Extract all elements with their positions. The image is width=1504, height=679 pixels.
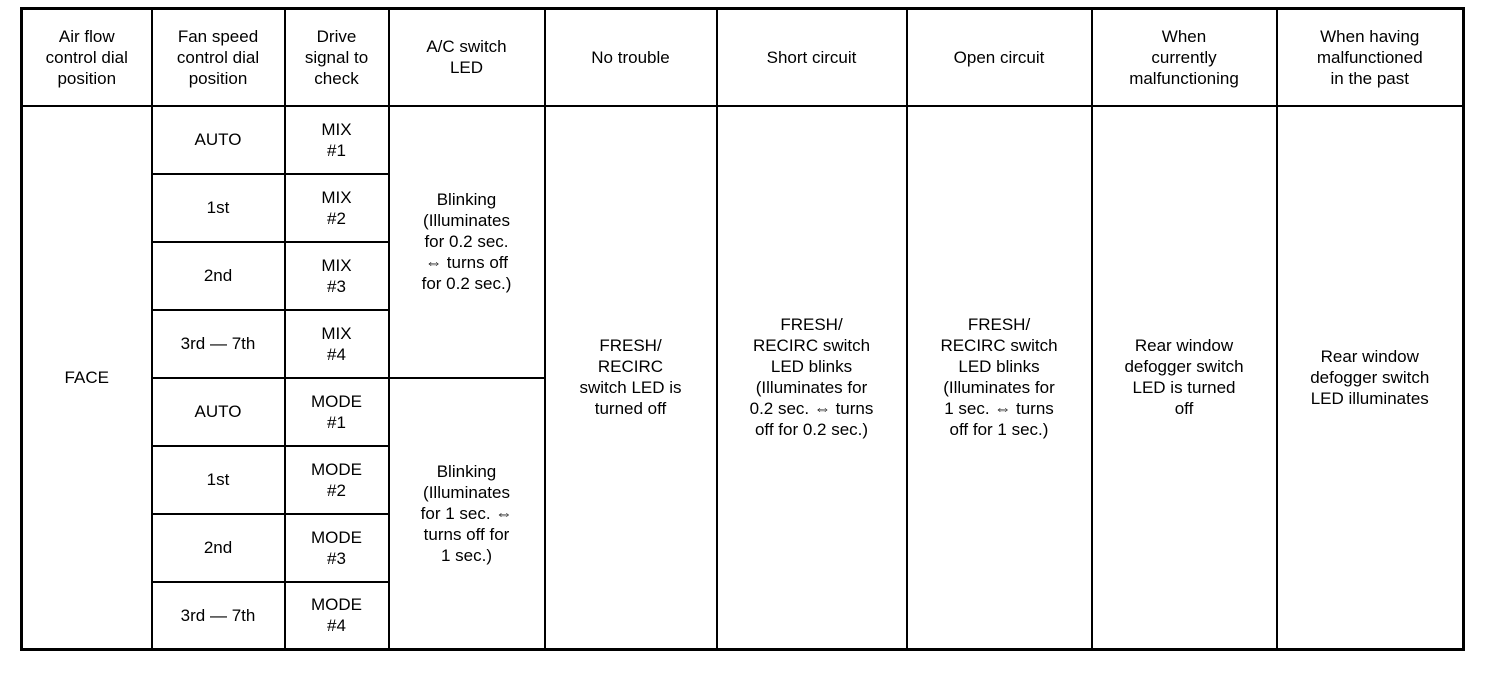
cell-short-circuit: FRESH/ RECIRC switch LED blinks (Illumin… xyxy=(715,104,908,651)
cell-fan-speed: AUTO xyxy=(150,376,286,447)
header-row: Air flow control dial position Fan speed… xyxy=(20,7,1465,107)
table-row: 2nd MODE #3 xyxy=(22,512,1464,583)
table-row: FACE AUTO MIX #1 Blinking (Illuminates f… xyxy=(20,104,1465,651)
cell-fan-speed: 1st xyxy=(150,172,286,243)
cell-fan-speed: 3rd — 7th xyxy=(150,308,286,379)
cell-drive-signal: MIX #3 xyxy=(283,240,390,311)
cell-fan-speed: 2nd xyxy=(150,512,286,583)
cell-drive-signal: MIX #4 xyxy=(283,308,390,379)
table-row: 3rd — 7th MODE #4 xyxy=(22,580,1464,651)
cell-fan-speed: AUTO xyxy=(150,104,286,175)
cell-currently-malfunctioning: Rear window defogger switch LED is turne… xyxy=(1090,104,1278,651)
table-row: 3rd — 7th MIX #4 xyxy=(22,308,1464,379)
header-no-trouble: No trouble xyxy=(543,7,718,107)
cell-drive-signal: MIX #1 xyxy=(283,104,390,175)
cell-malfunctioned-past: Rear window defogger switch LED illumina… xyxy=(1275,104,1465,651)
diagnostic-table: Air flow control dial position Fan speed… xyxy=(20,7,1465,651)
header-short-circuit: Short circuit xyxy=(715,7,908,107)
cell-drive-signal: MODE #4 xyxy=(283,580,390,651)
cell-no-trouble: FRESH/ RECIRC switch LED is turned off xyxy=(543,104,718,651)
cell-fan-speed: 3rd — 7th xyxy=(150,580,286,651)
cell-drive-signal: MODE #3 xyxy=(283,512,390,583)
table-row: 1st MODE #2 xyxy=(22,444,1464,515)
cell-ac-led-mode: Blinking (Illuminates for 1 sec. ⇔ turns… xyxy=(387,376,546,651)
cell-drive-signal: MODE #2 xyxy=(283,444,390,515)
cell-fan-speed: 1st xyxy=(150,444,286,515)
header-air-flow: Air flow control dial position xyxy=(20,7,153,107)
cell-drive-signal: MODE #1 xyxy=(283,376,390,447)
header-open-circuit: Open circuit xyxy=(905,7,1093,107)
cell-air-flow-face: FACE xyxy=(20,104,153,651)
header-malfunctioned-past: When having malfunctioned in the past xyxy=(1275,7,1465,107)
cell-open-circuit: FRESH/ RECIRC switch LED blinks (Illumin… xyxy=(905,104,1093,651)
header-currently-malfunctioning: When currently malfunctioning xyxy=(1090,7,1278,107)
cell-fan-speed: 2nd xyxy=(150,240,286,311)
header-drive-signal: Drive signal to check xyxy=(283,7,390,107)
cell-drive-signal: MIX #2 xyxy=(283,172,390,243)
table-row: AUTO MODE #1 Blinking (Illuminates for 1… xyxy=(22,376,1464,651)
cell-ac-led-mix: Blinking (Illuminates for 0.2 sec. ⇔ tur… xyxy=(387,104,546,379)
header-ac-switch-led: A/C switch LED xyxy=(387,7,546,107)
table-row: 1st MIX #2 xyxy=(22,172,1464,243)
table-row: 2nd MIX #3 xyxy=(22,240,1464,311)
header-fan-speed: Fan speed control dial position xyxy=(150,7,286,107)
